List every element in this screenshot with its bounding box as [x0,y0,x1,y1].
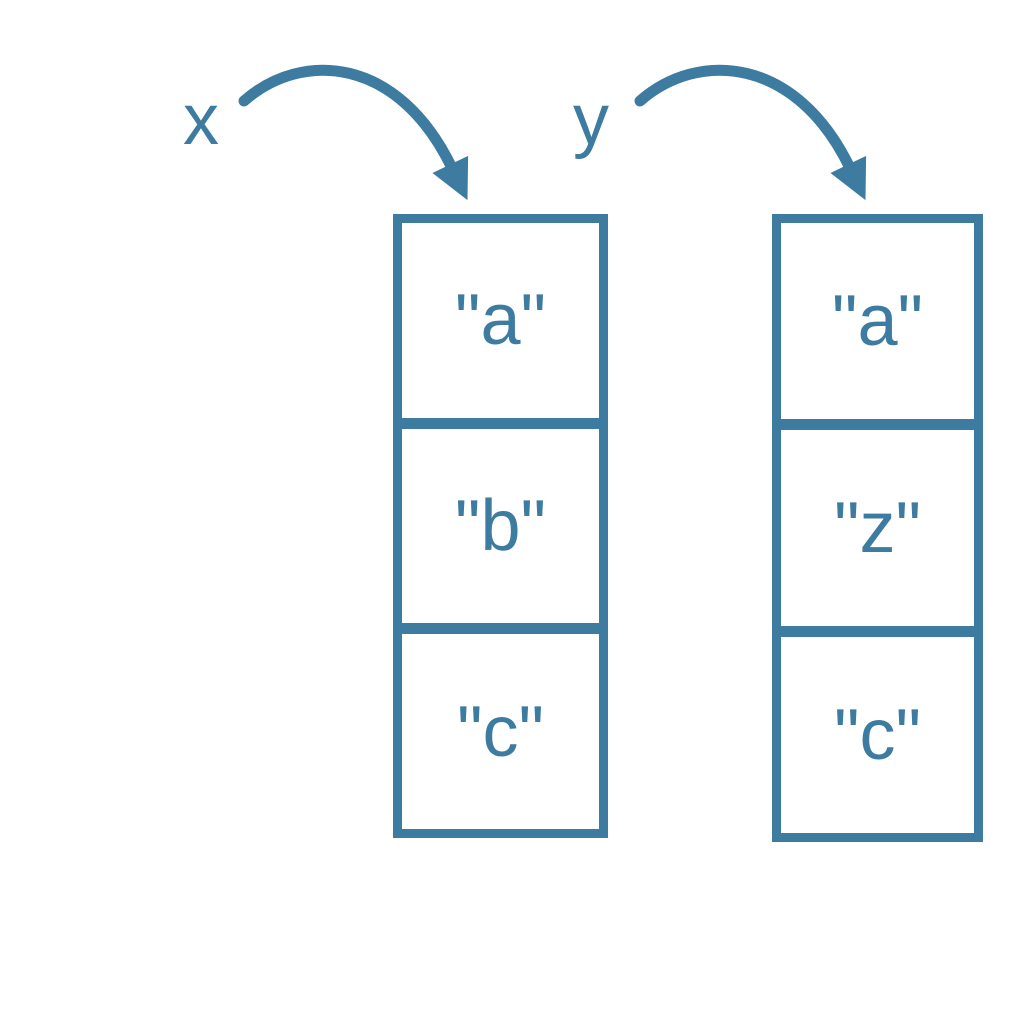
list-cell: "a" [781,223,974,419]
pointer-arrow-x [238,64,469,201]
list-cell: "b" [402,417,599,624]
variable-label-y: y [573,80,609,160]
list-box-x: "a" "b" "c" [393,214,608,838]
list-box-y: "a" "z" "c" [772,214,983,842]
list-cell: "z" [781,419,974,626]
pointer-arrow-y [634,64,867,201]
list-cell: "c" [781,626,974,833]
list-cell: "a" [402,223,599,418]
list-cell: "c" [402,623,599,830]
variable-label-x: x [183,80,219,160]
